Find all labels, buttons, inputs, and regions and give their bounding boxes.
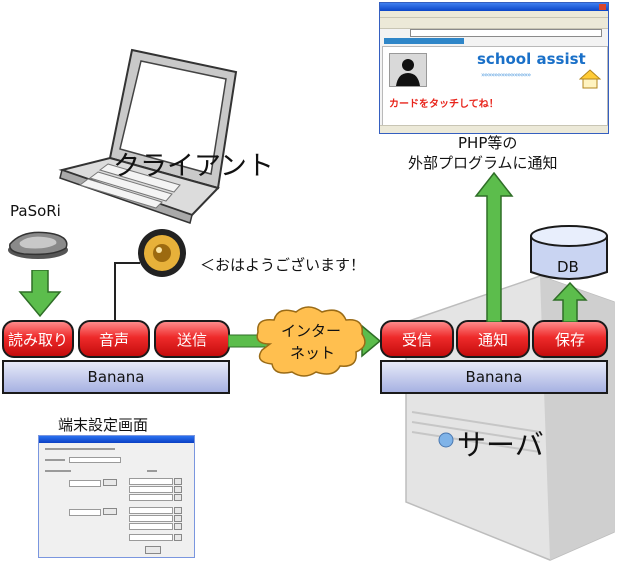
- cloud-label-line2: ネット: [290, 344, 336, 362]
- browser-statusbar: [380, 125, 608, 133]
- reader-code-input[interactable]: [69, 480, 101, 487]
- notify-label-line2: 外部プログラムに通知: [408, 154, 558, 172]
- arrow-up-db-icon: [552, 282, 588, 322]
- voice-select[interactable]: [129, 515, 173, 522]
- settings-window: [38, 435, 195, 558]
- chevrons: »»»»»»»»»»»»»»»: [481, 71, 531, 79]
- read-button[interactable]: 読み取り: [2, 320, 74, 358]
- voice-select[interactable]: [129, 478, 173, 485]
- reader-code-input[interactable]: [69, 509, 101, 516]
- browser-content: school assist »»»»»»»»»»»»»»» カードをタッチしてね…: [382, 46, 608, 126]
- reader-select-button[interactable]: [103, 508, 117, 515]
- audio-button[interactable]: 音声: [78, 320, 150, 358]
- settings-title: 端末設定画面: [58, 416, 149, 434]
- avatar: [389, 53, 427, 87]
- browser-menubar: [380, 11, 608, 18]
- touch-card-message: カードをタッチしてね！: [389, 99, 499, 110]
- server-banana-bar: Banana: [380, 360, 608, 394]
- speaker-icon: [138, 229, 186, 277]
- card-error-voice-select[interactable]: [129, 534, 173, 541]
- play-button[interactable]: [174, 515, 182, 522]
- client-banana-bar: Banana: [2, 360, 230, 394]
- user-silhouette-icon: [396, 59, 420, 86]
- speech-text: ＜おはようございます！: [200, 256, 366, 274]
- settings-row: [45, 459, 65, 461]
- arrow-up-icon: [474, 172, 514, 322]
- pasori-label: PaSoRi: [10, 202, 61, 220]
- database-icon: [530, 225, 608, 280]
- school-assist-logo: school assist: [477, 50, 586, 68]
- voice-select[interactable]: [129, 494, 173, 501]
- settings-titlebar: [39, 436, 194, 443]
- play-button[interactable]: [174, 534, 182, 541]
- ok-button[interactable]: [145, 546, 161, 554]
- db-label: DB: [557, 258, 579, 276]
- save-button[interactable]: 保存: [532, 320, 608, 358]
- voice-select[interactable]: [129, 507, 173, 514]
- speaker-connector: [114, 262, 116, 320]
- settings-row: [147, 470, 157, 472]
- voice-select[interactable]: [129, 523, 173, 530]
- browser-tab[interactable]: [384, 38, 464, 44]
- send-button[interactable]: 送信: [154, 320, 230, 358]
- speaker-connector-h: [114, 262, 140, 264]
- settings-row: [45, 448, 115, 450]
- house-icon: [579, 69, 601, 89]
- notify-button[interactable]: 通知: [456, 320, 530, 358]
- play-button[interactable]: [174, 486, 182, 493]
- play-button[interactable]: [174, 494, 182, 501]
- server-dot-icon: [438, 432, 454, 448]
- browser-address-bar[interactable]: [410, 29, 602, 37]
- play-button[interactable]: [174, 523, 182, 530]
- reader-select-button[interactable]: [103, 479, 117, 486]
- receive-button[interactable]: 受信: [380, 320, 454, 358]
- terminal-code-input[interactable]: [69, 457, 121, 463]
- browser-titlebar: [380, 3, 608, 11]
- voice-select[interactable]: [129, 486, 173, 493]
- browser-toolbar: [380, 18, 608, 29]
- play-button[interactable]: [174, 478, 182, 485]
- internet-cloud: [256, 306, 366, 377]
- server-title: サーバ: [457, 428, 544, 462]
- arrow-down-icon: [18, 270, 62, 318]
- settings-row: [45, 470, 71, 472]
- card-reader-icon: [8, 231, 68, 259]
- notify-label-line1: PHP等の: [458, 134, 518, 152]
- client-title: クライアント: [113, 151, 274, 182]
- browser-window: school assist »»»»»»»»»»»»»»» カードをタッチしてね…: [379, 2, 609, 134]
- browser-close-icon[interactable]: [599, 4, 606, 10]
- laptop-icon: [58, 48, 238, 224]
- cloud-label-line1: インター: [281, 322, 342, 340]
- play-button[interactable]: [174, 507, 182, 514]
